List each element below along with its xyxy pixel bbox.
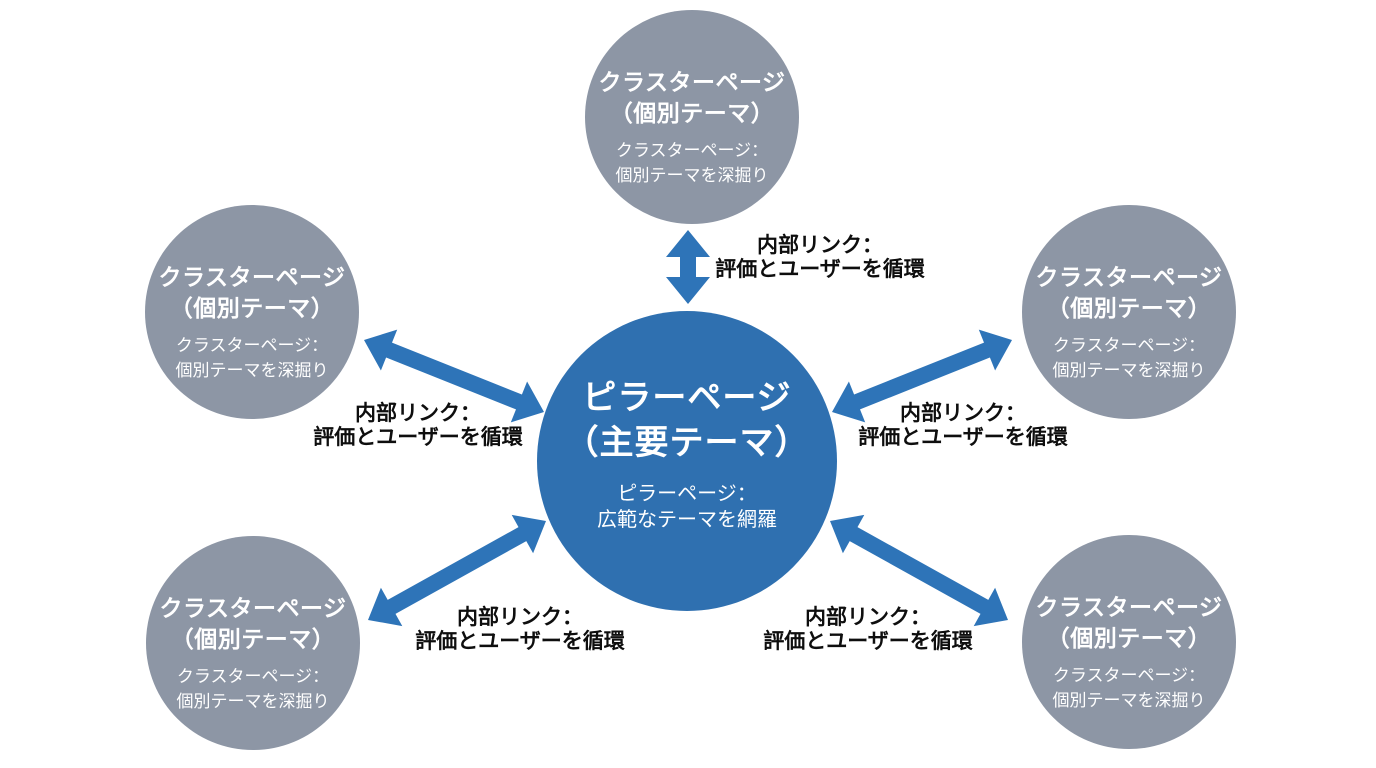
cluster-title: クラスターページ （個別テーマ）: [598, 67, 785, 129]
pillar-subtitle-line2: 広範なテーマを網羅: [597, 508, 777, 531]
cluster-subtitle: クラスターページ： 個別テーマを深掘り: [1053, 333, 1206, 383]
internal-link-label-top: 内部リンク： 評価とユーザーを循環: [680, 234, 960, 282]
cluster-title: クラスターページ （個別テーマ）: [158, 262, 345, 324]
link-label-line1: 内部リンク：: [457, 606, 583, 629]
pillar-page-node: ピラーページ （主要テーマ） ピラーページ： 広範なテーマを網羅: [537, 311, 837, 611]
link-label-line1: 内部リンク：: [900, 402, 1026, 425]
cluster-subtitle-line2: 個別テーマを深掘り: [1052, 360, 1206, 380]
pillar-title-line2: （主要テーマ）: [564, 423, 810, 462]
cluster-title: クラスターページ （個別テーマ）: [1035, 592, 1222, 654]
double-arrow-icon: [666, 230, 710, 304]
cluster-subtitle: クラスターページ： 個別テーマを深掘り: [1053, 663, 1206, 713]
cluster-title: クラスターページ （個別テーマ）: [1035, 262, 1222, 324]
link-label-line2: 評価とユーザーを循環: [313, 426, 523, 449]
double-arrow-icon: [832, 329, 1012, 423]
pillar-subtitle-line1: ピラーページ：: [617, 482, 757, 505]
cluster-title-line2: （個別テーマ）: [169, 294, 335, 321]
cluster-subtitle: クラスターページ： 個別テーマを深掘り: [177, 664, 330, 714]
cluster-title-line1: クラスターページ: [1035, 593, 1223, 620]
cluster-page-node-bottom-right: クラスターページ （個別テーマ） クラスターページ： 個別テーマを深掘り: [1022, 535, 1236, 749]
cluster-title-line2: （個別テーマ）: [1046, 294, 1212, 321]
internal-link-label-right: 内部リンク： 評価とユーザーを循環: [823, 402, 1103, 450]
cluster-title-line1: クラスターページ: [158, 263, 346, 290]
cluster-title: クラスターページ （個別テーマ）: [159, 593, 346, 655]
cluster-title-line1: クラスターページ: [1035, 263, 1223, 290]
pillar-subtitle: ピラーページ： 広範なテーマを網羅: [597, 481, 777, 533]
internal-link-label-left: 内部リンク： 評価とユーザーを循環: [278, 402, 558, 450]
link-label-line2: 評価とユーザーを循環: [415, 630, 625, 653]
link-label-line1: 内部リンク：: [355, 402, 481, 425]
cluster-subtitle: クラスターページ： 個別テーマを深掘り: [616, 138, 769, 188]
cluster-subtitle-line2: 個別テーマを深掘り: [175, 360, 329, 380]
internal-link-label-bottom-right: 内部リンク： 評価とユーザーを循環: [728, 606, 1008, 654]
internal-link-label-bottom-left: 内部リンク： 評価とユーザーを循環: [380, 606, 660, 654]
cluster-subtitle-line1: クラスターページ：: [1052, 665, 1206, 685]
cluster-subtitle-line1: クラスターページ：: [1052, 335, 1206, 355]
link-label-line1: 内部リンク：: [757, 234, 883, 257]
cluster-subtitle-line2: 個別テーマを深掘り: [176, 691, 330, 711]
cluster-subtitle-line1: クラスターページ：: [175, 335, 329, 355]
cluster-title-line2: （個別テーマ）: [1046, 624, 1212, 651]
cluster-title-line1: クラスターページ: [598, 68, 786, 95]
pillar-title-line1: ピラーページ: [582, 378, 792, 417]
cluster-page-node-top: クラスターページ （個別テーマ） クラスターページ： 個別テーマを深掘り: [585, 10, 799, 224]
cluster-subtitle-line2: 個別テーマを深掘り: [1052, 690, 1206, 710]
cluster-subtitle: クラスターページ： 個別テーマを深掘り: [176, 333, 329, 383]
cluster-title-line2: （個別テーマ）: [170, 625, 336, 652]
cluster-subtitle-line1: クラスターページ：: [615, 140, 769, 160]
cluster-title-line2: （個別テーマ）: [609, 99, 775, 126]
link-label-line2: 評価とユーザーを循環: [715, 258, 925, 281]
cluster-page-node-top-left: クラスターページ （個別テーマ） クラスターページ： 個別テーマを深掘り: [145, 205, 359, 419]
double-arrow-icon: [364, 329, 544, 423]
link-label-line1: 内部リンク：: [805, 606, 931, 629]
link-label-line2: 評価とユーザーを循環: [763, 630, 973, 653]
pillar-title: ピラーページ （主要テーマ）: [565, 376, 810, 466]
cluster-subtitle-line2: 個別テーマを深掘り: [615, 165, 769, 185]
cluster-subtitle-line1: クラスターページ：: [176, 666, 330, 686]
link-label-line2: 評価とユーザーを循環: [858, 426, 1068, 449]
cluster-page-node-bottom-left: クラスターページ （個別テーマ） クラスターページ： 個別テーマを深掘り: [146, 536, 360, 750]
double-arrow-icon: [368, 514, 546, 627]
double-arrow-icon: [830, 514, 1008, 627]
cluster-page-node-top-right: クラスターページ （個別テーマ） クラスターページ： 個別テーマを深掘り: [1022, 205, 1236, 419]
cluster-title-line1: クラスターページ: [159, 594, 347, 621]
